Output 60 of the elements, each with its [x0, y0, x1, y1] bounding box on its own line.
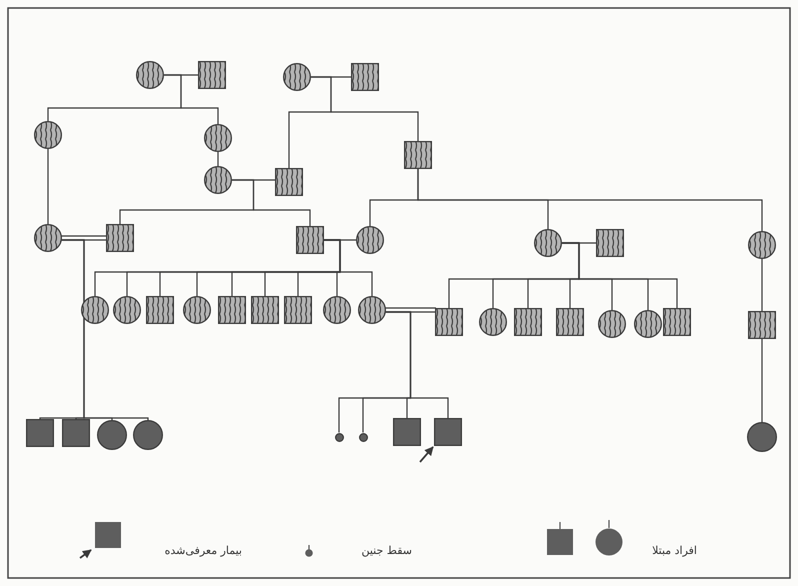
hatched-square-symbol [251, 296, 279, 324]
hatched-circle-symbol [34, 121, 62, 149]
hatched-circle-symbol [323, 296, 351, 324]
hatched-circle-symbol [479, 308, 507, 336]
hatched-square-symbol [556, 308, 584, 336]
descent-line [62, 239, 149, 420]
hatched-square-symbol [296, 226, 324, 254]
descent-line [761, 259, 763, 311]
hatched-circle-symbol [748, 231, 776, 259]
descent-line [311, 76, 419, 141]
descent-line [47, 149, 49, 224]
descent-line [417, 169, 763, 231]
hatched-square-symbol [146, 296, 174, 324]
hatched-square-symbol [748, 311, 776, 339]
descent-line [562, 242, 678, 308]
hatched-circle-symbol [634, 310, 662, 338]
legend-label: بیمار معرفی‌شده [164, 544, 242, 557]
hatched-circle-symbol [358, 296, 386, 324]
filled-circle-symbol [133, 420, 163, 450]
hatched-circle-symbol [598, 310, 626, 338]
hatched-circle-symbol [136, 61, 164, 89]
descent-line [217, 152, 219, 166]
hatched-square-symbol [218, 296, 246, 324]
hatched-square-symbol [275, 168, 303, 196]
filled-circle-symbol [97, 420, 127, 450]
descent-line [386, 311, 449, 418]
hatched-circle-symbol [534, 229, 562, 257]
hatched-square-symbol [596, 229, 624, 257]
filled-square-symbol [393, 418, 421, 446]
hatched-square-symbol [514, 308, 542, 336]
legend-label: افراد مبتلا [652, 544, 697, 557]
hatched-circle-symbol [356, 226, 384, 254]
hatched-circle-symbol [204, 124, 232, 152]
hatched-circle-symbol [113, 296, 141, 324]
descent-line [164, 74, 219, 124]
descent-line [324, 239, 373, 296]
hatched-square-symbol [198, 61, 226, 89]
hatched-square-symbol [404, 141, 432, 169]
filled-circle-symbol [747, 422, 777, 452]
hatched-circle-symbol [183, 296, 211, 324]
hatched-circle-symbol [81, 296, 109, 324]
filled-square-symbol [62, 419, 90, 447]
hatched-square-symbol [106, 224, 134, 252]
hatched-square-symbol [663, 308, 691, 336]
hatched-circle-symbol [204, 166, 232, 194]
hatched-square-symbol [435, 308, 463, 336]
filled-square-symbol [26, 419, 54, 447]
descent-line [232, 179, 311, 226]
miscarriage-dot-symbol [334, 432, 344, 442]
proband-arrow [419, 446, 434, 463]
double-marriage-line [384, 307, 437, 313]
hatched-square-symbol [284, 296, 312, 324]
miscarriage-dot-symbol [358, 432, 368, 442]
filled-square-symbol [434, 418, 462, 446]
hatched-square-symbol [351, 63, 379, 91]
descent-line [761, 339, 763, 422]
hatched-circle-symbol [34, 224, 62, 252]
double-marriage-line [60, 235, 108, 241]
hatched-circle-symbol [283, 63, 311, 91]
legend-label: سقط جنین [361, 544, 412, 557]
